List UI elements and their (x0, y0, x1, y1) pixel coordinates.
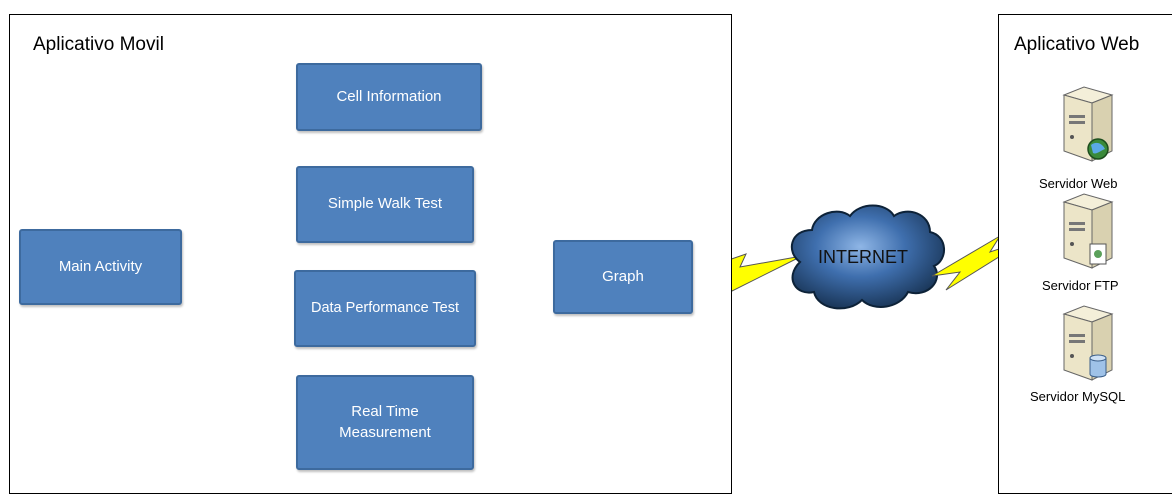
simple-walk-test-box: Simple Walk Test (296, 166, 474, 243)
simple-walk-test-label: Simple Walk Test (327, 195, 443, 213)
server-web-icon (1062, 86, 1114, 162)
internet-cloud-icon (790, 204, 945, 310)
server-ftp-icon (1062, 193, 1114, 269)
real-time-measurement-box: Real Time Measurement (296, 375, 474, 470)
real-time-label-line1: Real Time (351, 403, 419, 421)
server-mysql-label: Servidor MySQL (1030, 389, 1126, 404)
server-web-label: Servidor Web (1039, 176, 1118, 191)
main-activity-box: Main Activity (19, 229, 182, 305)
server-ftp-label: Servidor FTP (1042, 278, 1119, 293)
data-performance-test-label: Data Performance Test (310, 299, 460, 316)
real-time-label-line2: Measurement (339, 423, 431, 441)
data-performance-test-box: Data Performance Test (294, 270, 476, 347)
cell-information-box: Cell Information (296, 63, 482, 131)
cell-information-label: Cell Information (336, 87, 442, 105)
internet-label: INTERNET (818, 247, 908, 267)
graph-label: Graph (602, 267, 644, 285)
graph-box: Graph (553, 240, 693, 314)
main-activity-label: Main Activity (58, 257, 143, 275)
web-app-panel-title: Aplicativo Web (1014, 34, 1140, 55)
mobile-app-panel-title: Aplicativo Movil (33, 34, 164, 55)
server-mysql-icon (1062, 305, 1114, 381)
